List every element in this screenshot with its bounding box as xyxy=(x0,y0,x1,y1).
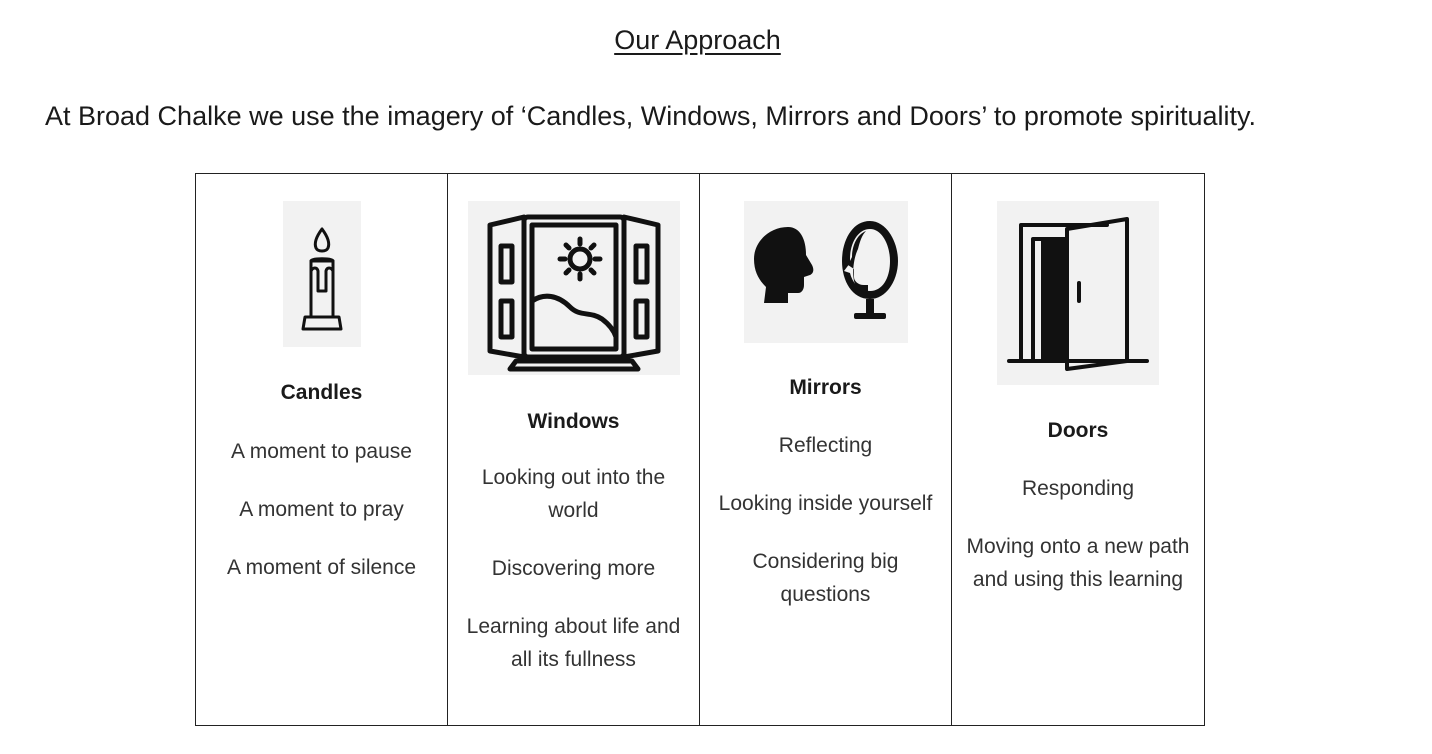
list-item: Looking out into the world xyxy=(481,466,666,522)
column-candles: Candles A moment to pause A moment to pr… xyxy=(196,174,448,725)
column-doors: Doors Responding Moving onto a new path … xyxy=(952,174,1204,725)
list-item: Considering big questions xyxy=(752,550,899,606)
column-lines: Looking out into the world Discovering m… xyxy=(448,461,699,676)
mirror-icon xyxy=(743,201,908,343)
column-lines: Responding Moving onto a new path and us… xyxy=(952,472,1204,596)
column-title: Windows xyxy=(527,410,620,433)
list-item: Learning about life and all its fullness xyxy=(466,615,681,671)
column-title: Candles xyxy=(280,381,363,404)
window-icon xyxy=(467,201,680,375)
list-item: A moment to pause xyxy=(231,440,412,463)
list-item: A moment of silence xyxy=(226,556,417,579)
page-title: Our Approach xyxy=(614,25,781,55)
column-title: Doors xyxy=(1047,419,1109,442)
list-item: A moment to pray xyxy=(239,498,404,521)
column-mirrors: Mirrors Reflecting Looking inside yourse… xyxy=(700,174,952,725)
list-item: Looking inside yourself xyxy=(718,492,933,515)
intro-text: At Broad Chalke we use the imagery of ‘C… xyxy=(45,101,1256,131)
column-windows: Windows Looking out into the world Disco… xyxy=(448,174,700,725)
candle-icon xyxy=(282,201,361,347)
column-lines: A moment to pause A moment to pray A mom… xyxy=(196,435,447,584)
column-lines: Reflecting Looking inside yourself Consi… xyxy=(700,429,951,611)
list-item: Moving onto a new path and using this le… xyxy=(966,535,1190,591)
column-title: Mirrors xyxy=(789,376,862,399)
approach-table: Candles A moment to pause A moment to pr… xyxy=(195,173,1205,726)
list-item: Reflecting xyxy=(778,434,873,457)
list-item: Discovering more xyxy=(491,557,656,580)
list-item: Responding xyxy=(1021,477,1135,500)
door-icon xyxy=(997,201,1159,385)
